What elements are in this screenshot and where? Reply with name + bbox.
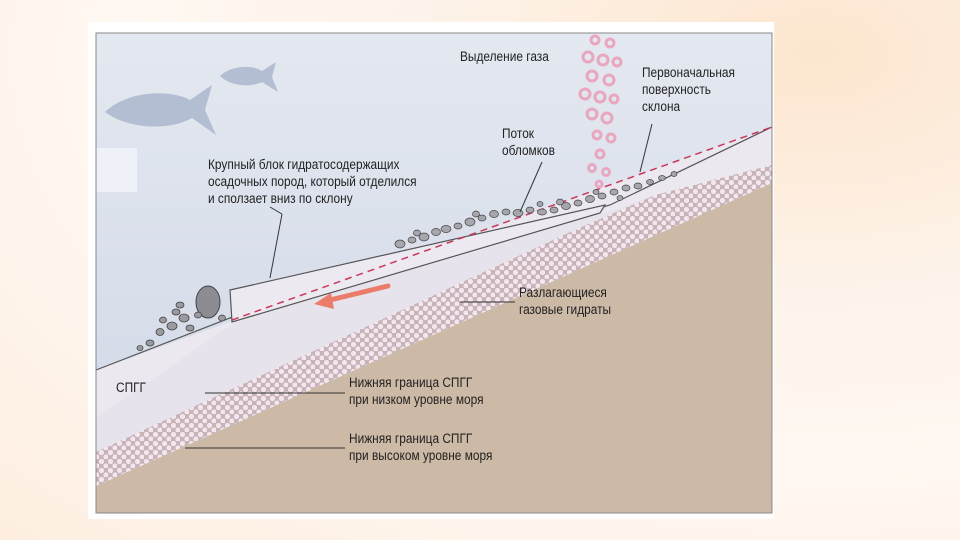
label-lower-boundary-high: Нижняя граница СПГГ при высоком уровне м… [349,430,492,464]
label-original-surface: Первоначальная поверхность склона [642,64,735,115]
label-decomposing-hydrates: Разлагающиеся газовые гидраты [519,284,611,318]
label-lower-boundary-low: Нижняя граница СПГГ при низком уровне мо… [349,374,484,408]
label-gas-release: Выделение газа [460,48,549,65]
diagram-frame: Выделение газа Первоначальная поверхност… [88,22,774,519]
label-debris-flow: Поток обломков [502,125,555,159]
water-highlight [96,148,137,192]
label-zone-name: СПГГ [116,379,146,396]
label-large-block: Крупный блок гидратосодержащих осадочных… [208,156,417,207]
